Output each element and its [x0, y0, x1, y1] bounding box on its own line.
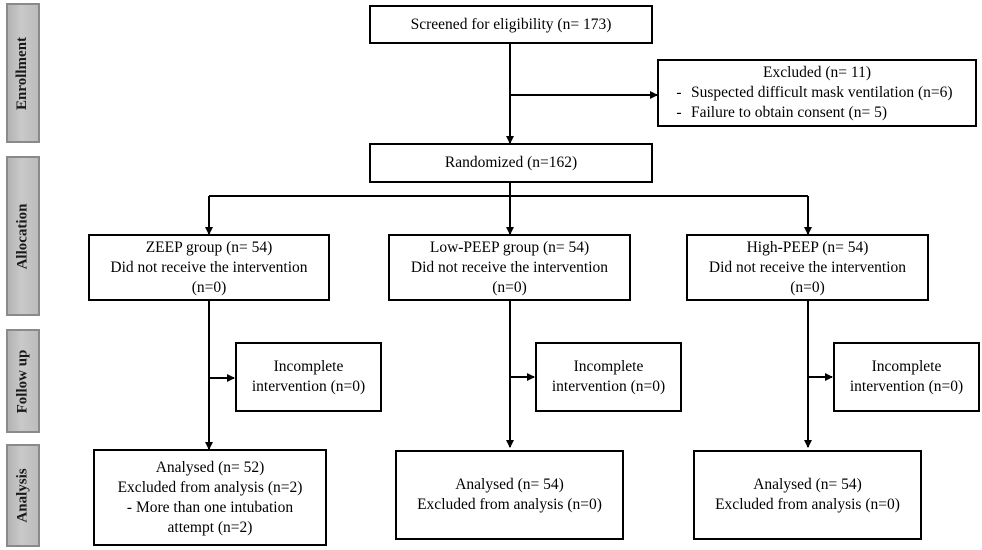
allocation-box-highpeep: High-PEEP (n= 54) Did not receive the in…: [686, 234, 929, 301]
followup-box-zeep: Incomplete intervention (n=0): [235, 342, 382, 412]
followup-count: intervention (n=0): [251, 378, 366, 395]
excluded-item-text: Failure to obtain consent (n= 5): [691, 104, 887, 121]
allocation-box-zeep: ZEEP group (n= 54) Did not receive the i…: [88, 234, 330, 301]
analysis-excluded: Excluded from analysis (n=2): [117, 478, 303, 496]
analysis-excluded-reason: - More than one intubation: [126, 498, 294, 516]
screened-box: Screened for eligibility (n= 173): [369, 5, 653, 44]
excluded-item: - Suspected difficult mask ventilation (…: [659, 83, 953, 103]
followup-box-lowpeep: Incomplete intervention (n=0): [535, 342, 682, 412]
allocation-box-lowpeep: Low-PEEP group (n= 54) Did not receive t…: [388, 234, 631, 301]
excluded-item-text: Suspected difficult mask ventilation (n=…: [691, 84, 953, 101]
allocation-group-label: High-PEEP (n= 54): [746, 238, 869, 256]
analysis-box-lowpeep: Analysed (n= 54) Excluded from analysis …: [395, 450, 624, 540]
allocation-count: (n=0): [790, 278, 825, 296]
analysis-analysed: Analysed (n= 52): [155, 458, 265, 476]
stage-allocation: Allocation: [6, 156, 40, 316]
randomized-label: Randomized (n=162): [444, 154, 578, 171]
followup-count: intervention (n=0): [849, 378, 964, 395]
randomized-box: Randomized (n=162): [369, 143, 653, 183]
stage-enrollment: Enrollment: [6, 3, 40, 143]
analysis-box-highpeep: Analysed (n= 54) Excluded from analysis …: [693, 450, 922, 540]
screened-label: Screened for eligibility (n= 173): [410, 15, 612, 33]
analysis-box-zeep: Analysed (n= 52) Excluded from analysis …: [93, 449, 327, 546]
excluded-bullet: -: [676, 84, 682, 101]
followup-label: Incomplete: [573, 358, 644, 375]
followup-label: Incomplete: [273, 358, 344, 375]
excluded-title: Excluded (n= 11): [762, 64, 872, 81]
excluded-bullet: -: [676, 104, 682, 121]
allocation-intervention-label: Did not receive the intervention: [708, 258, 907, 276]
stage-analysis: Analysis: [6, 444, 40, 547]
allocation-intervention-label: Did not receive the intervention: [410, 258, 609, 276]
stage-followup: Follow up: [6, 329, 40, 433]
analysis-excluded-reason-count: attempt (n=2): [167, 518, 253, 536]
followup-count: intervention (n=0): [551, 378, 666, 395]
excluded-box: Excluded (n= 11) - Suspected difficult m…: [657, 59, 977, 127]
allocation-intervention-label: Did not receive the intervention: [110, 258, 308, 276]
excluded-item: - Failure to obtain consent (n= 5): [659, 103, 887, 123]
analysis-analysed: Analysed (n= 54): [753, 476, 862, 493]
followup-box-highpeep: Incomplete intervention (n=0): [833, 342, 980, 412]
allocation-group-label: ZEEP group (n= 54): [145, 238, 273, 256]
allocation-count: (n=0): [191, 278, 227, 296]
followup-label: Incomplete: [871, 358, 942, 375]
analysis-analysed: Analysed (n= 54): [455, 476, 564, 493]
analysis-excluded: Excluded from analysis (n=0): [417, 496, 602, 513]
allocation-count: (n=0): [492, 278, 527, 296]
analysis-excluded: Excluded from analysis (n=0): [715, 496, 900, 513]
allocation-group-label: Low-PEEP group (n= 54): [429, 238, 590, 256]
